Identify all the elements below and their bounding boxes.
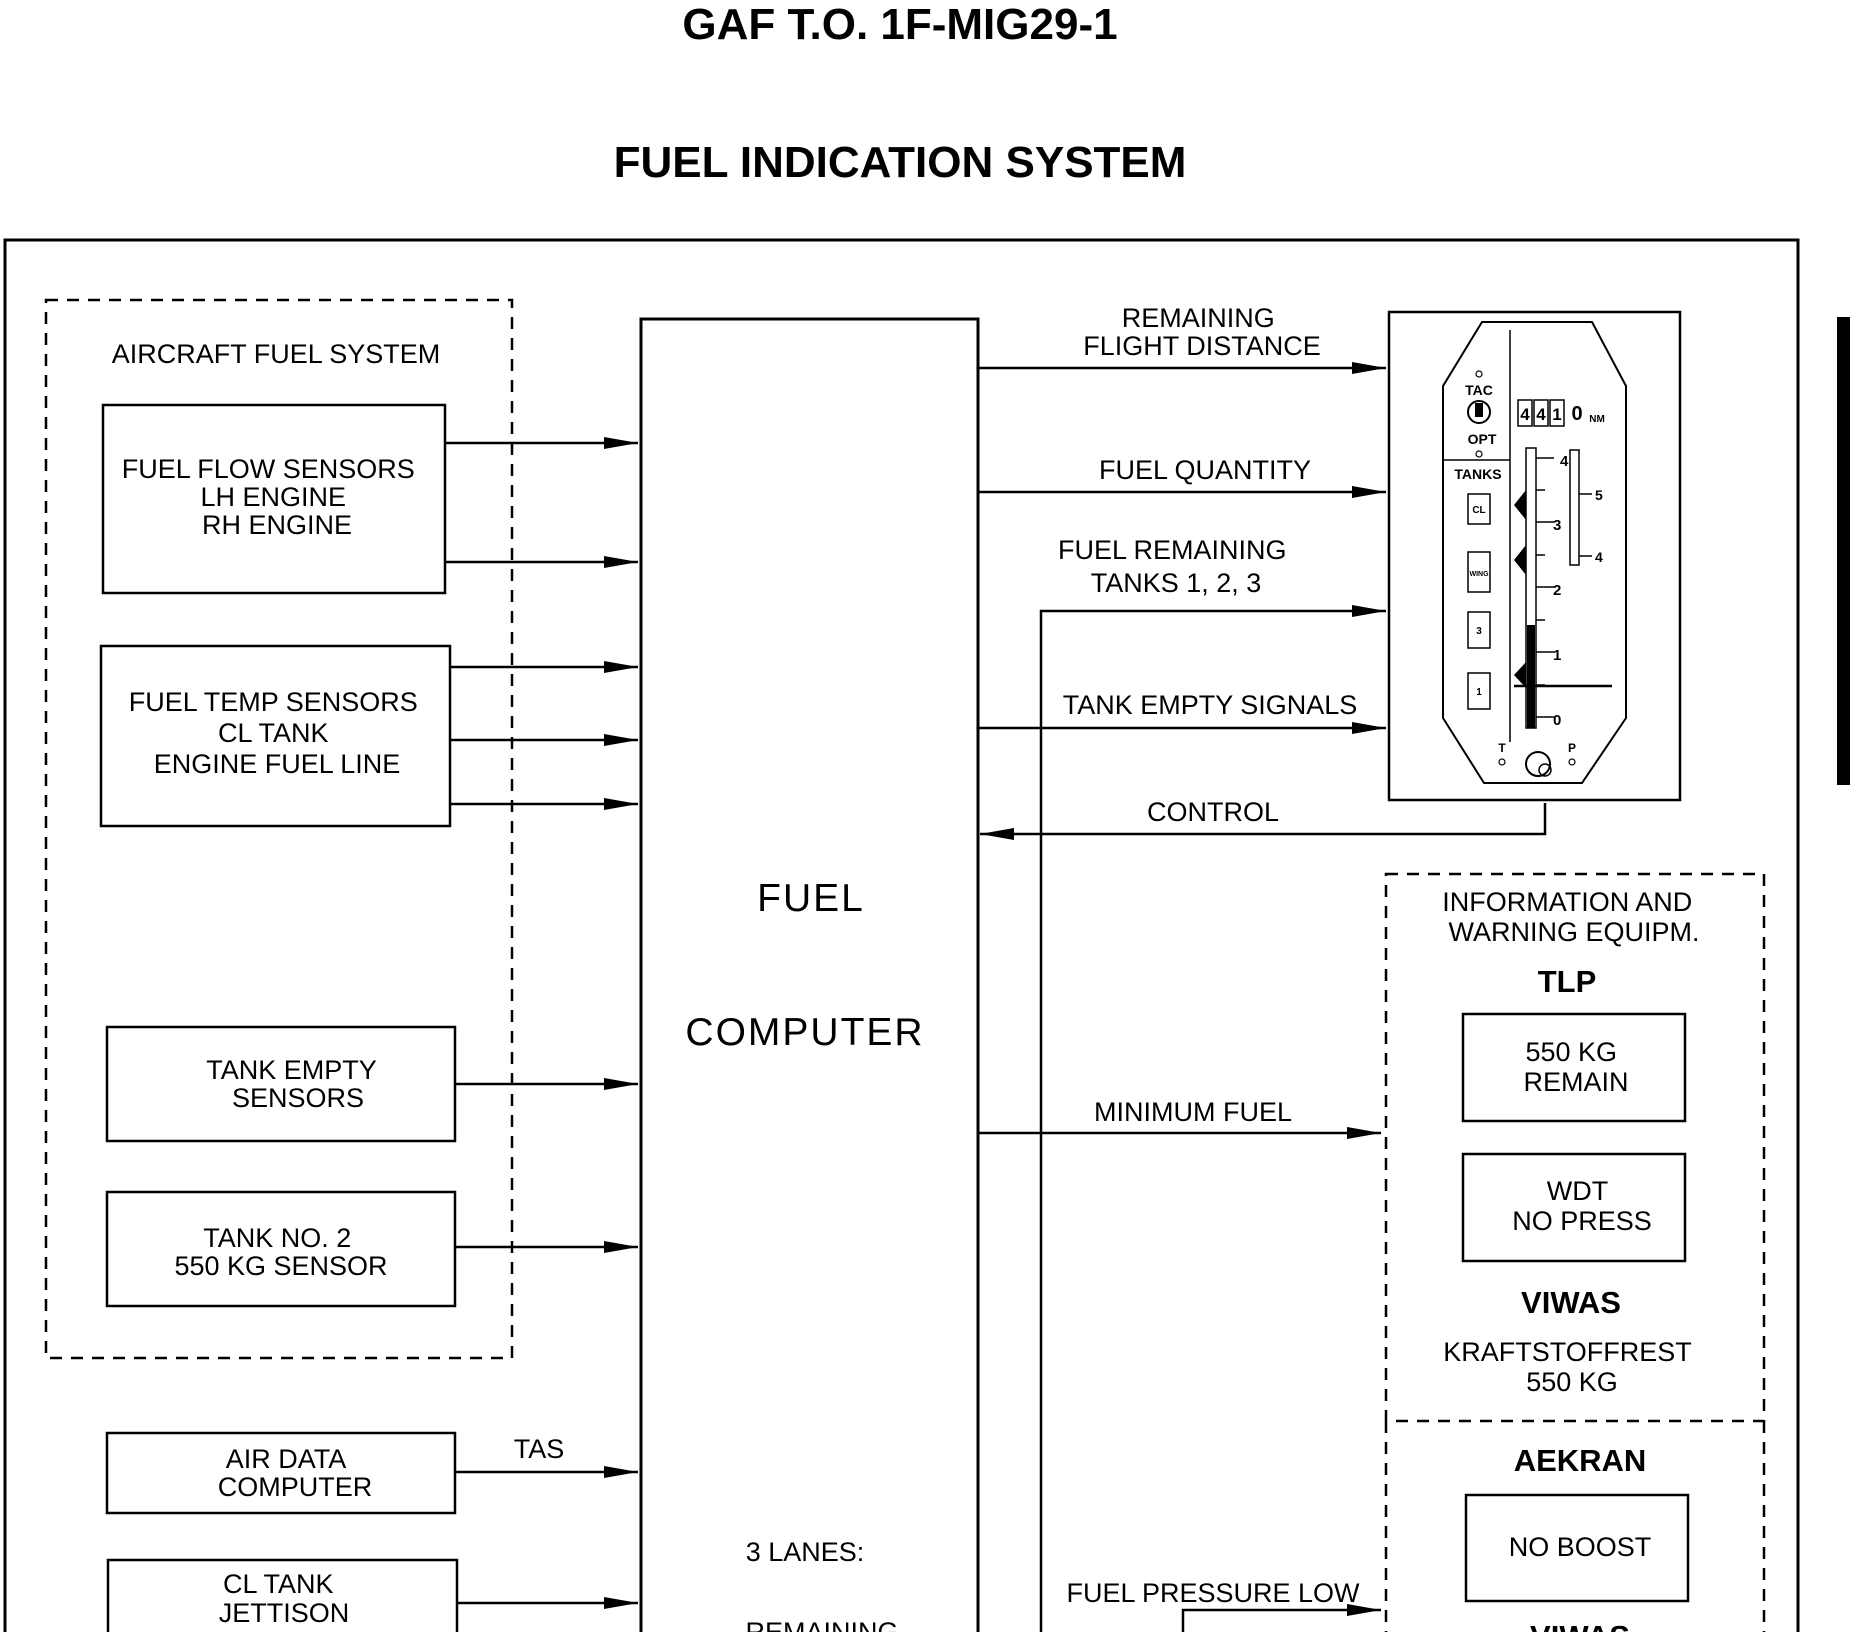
mode-toggle-icon: [1467, 400, 1491, 424]
cl-tank-jettison-box: [106, 1558, 459, 1632]
viwas-text: KRAFTSTOFFREST 550 KG: [1443, 1337, 1699, 1397]
viwas-label: VIWAS: [1521, 1285, 1621, 1320]
diagram-title: FUEL INDICATION SYSTEM: [613, 138, 1187, 187]
tac-label: TAC: [1465, 382, 1493, 398]
warning-equipment-title: INFORMATION AND WARNING EQUIPM.: [1442, 887, 1700, 947]
remain-550kg-box: [1461, 1012, 1687, 1123]
wdt-no-press-text: WDT NO PRESS: [1512, 1176, 1652, 1236]
digit-4: 0: [1571, 403, 1582, 425]
tas-label: TAS: [514, 1434, 565, 1464]
tank-cl-label: CL: [1472, 505, 1485, 516]
scale-3: 3: [1553, 517, 1561, 534]
tank-empty-sensors-box: [105, 1025, 457, 1143]
fuel-pressure-low-label: FUEL PRESSURE LOW: [1066, 1578, 1360, 1608]
fuel-remaining-tanks-label: FUEL REMAINING TANKS 1, 2, 3: [1058, 535, 1294, 598]
scale-2: 2: [1553, 582, 1561, 599]
nm-unit: NM: [1589, 414, 1605, 425]
change-bar: [1837, 317, 1850, 785]
tank-1-label: 1: [1476, 687, 1482, 698]
output-lines: [978, 362, 1547, 1632]
aekran-group: [1384, 1421, 1766, 1632]
fuel-computer-label-1: FUEL: [757, 877, 865, 920]
tank2-sensor-box: [105, 1190, 457, 1308]
fuel-flow-sensors-box: [101, 403, 447, 595]
minimum-fuel-label: MINIMUM FUEL: [1094, 1097, 1292, 1127]
control-label: CONTROL: [1147, 797, 1279, 827]
fuel-level-fill: [1527, 625, 1535, 728]
fuel-computer-box: [639, 317, 980, 1632]
side-scale-tube: [1569, 449, 1580, 566]
input-arrows: [446, 437, 638, 1609]
tank-empty-sensors-text: TANK EMPTY SENSORS: [206, 1055, 384, 1113]
aekran-label: AEKRAN: [1514, 1443, 1647, 1478]
tank-empty-signals-label: TANK EMPTY SIGNALS: [1063, 690, 1358, 720]
select-knob-icon: [1525, 751, 1551, 777]
fuel-computer-label-2: COMPUTER: [685, 1011, 924, 1054]
knob-t-label: T: [1498, 741, 1506, 755]
aircraft-fuel-system-group: [44, 298, 514, 1360]
cl-tank-jettison-text: CL TANK JETTISON: [219, 1569, 350, 1628]
remain-550kg-text: 550 KG REMAIN: [1523, 1037, 1628, 1097]
fuel-temp-sensors-box: [99, 644, 452, 828]
tank-wing-label: WING: [1469, 571, 1489, 578]
fuel-computer-lanes-cut: REMAINING: [745, 1617, 898, 1632]
tank-3-label: 3: [1476, 626, 1482, 637]
digit-2: 4: [1536, 405, 1546, 424]
remaining-flight-distance-label: REMAINING FLIGHT DISTANCE: [1083, 303, 1321, 361]
fuel-computer-lanes: 3 LANES:: [746, 1537, 865, 1567]
warning-equipment-group: [1384, 872, 1766, 1423]
scale-1: 1: [1553, 647, 1561, 664]
viwas-cut-label: VIWAS: [1530, 1619, 1630, 1632]
scale-0: 0: [1553, 712, 1561, 729]
digit-3: 1: [1552, 405, 1561, 424]
tank2-sensor-text: TANK NO. 2 550 KG SENSOR: [174, 1223, 387, 1281]
aircraft-fuel-system-label: AIRCRAFT FUEL SYSTEM: [112, 339, 441, 369]
digit-1: 4: [1520, 405, 1530, 424]
fuel-indicator-gauge: TAC OPT TANKS CL WING 3 1 4 4 1 0 NM: [1442, 321, 1627, 784]
fuel-quantity-label: FUEL QUANTITY: [1099, 455, 1311, 485]
side-scale-4: 4: [1595, 549, 1603, 565]
air-data-computer-box: [105, 1431, 457, 1515]
tanks-label: TANKS: [1454, 466, 1501, 482]
wdt-no-press-box: [1461, 1152, 1687, 1263]
no-boost-box: [1464, 1493, 1690, 1603]
no-boost-text: NO BOOST: [1509, 1532, 1652, 1562]
side-scale-5: 5: [1595, 487, 1603, 503]
air-data-computer-text: AIR DATA COMPUTER: [218, 1444, 373, 1502]
tlp-label: TLP: [1538, 964, 1597, 999]
knob-p-label: P: [1568, 741, 1576, 755]
scale-4: 4: [1560, 453, 1569, 470]
opt-label: OPT: [1468, 431, 1497, 447]
document-header: GAF T.O. 1F-MIG29-1: [682, 0, 1118, 49]
outer-frame: [3, 238, 1800, 1632]
fuel-flow-sensors-text: FUEL FLOW SENSORS LH ENGINE RH ENGINE: [122, 454, 423, 540]
fuel-temp-sensors-text: FUEL TEMP SENSORS CL TANK ENGINE FUEL LI…: [129, 687, 426, 779]
